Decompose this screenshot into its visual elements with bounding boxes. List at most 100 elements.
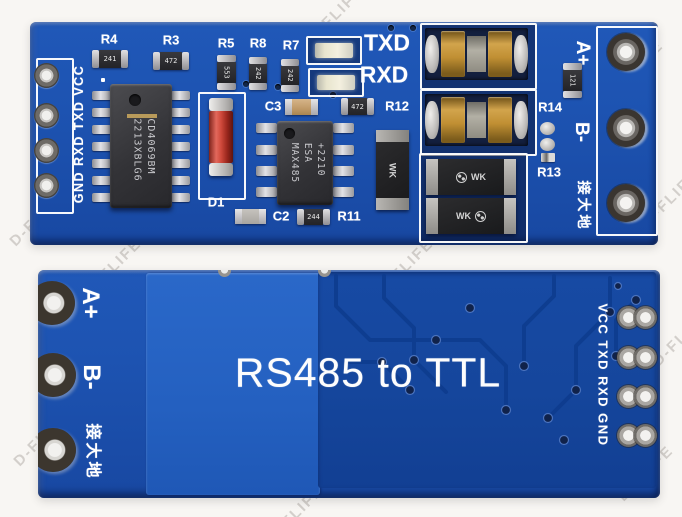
transceiver-ic-line1: MAX485 (289, 142, 301, 184)
fuse-metal-band (466, 102, 487, 138)
resistor-end-cap (367, 98, 374, 115)
via-dot (275, 84, 281, 90)
resistor-end-cap (153, 52, 160, 70)
right-header-silkscreen-box (596, 26, 658, 236)
transceiver-ic-marking: MAX485 ESA +2210 (287, 143, 327, 183)
transceiver-ic-line3: +2210 (314, 142, 326, 177)
label-rxd: RXD (359, 61, 409, 88)
ic-pin (92, 108, 111, 117)
through-hole (634, 385, 657, 408)
through-hole (634, 424, 657, 447)
resistor-end-cap (563, 63, 582, 70)
resistor-end-cap (182, 52, 189, 70)
label-r8: R8 (249, 35, 267, 51)
ic-stripe (127, 114, 157, 118)
diode-marking: WK (471, 172, 486, 182)
pad-a-plus (607, 33, 645, 71)
top-board: GND RXD TXD VCC R4 R3 241 472 (30, 22, 658, 245)
via-dot (243, 81, 249, 87)
inverter-ic-line1: 2213XBLG6 (131, 118, 143, 182)
resistor-code-r11: 244 (304, 209, 323, 225)
ic-pin (92, 142, 111, 151)
diode-marking: WK (456, 211, 471, 221)
diode-body: WK (438, 198, 504, 234)
diode-end-cap (209, 98, 233, 111)
resistor-code-r14: 121 (563, 70, 582, 91)
header-pad-gnd (34, 173, 59, 198)
header-pad-txd (34, 103, 59, 128)
diode-logo-icon (475, 210, 486, 222)
ic-pin (171, 159, 190, 168)
pad-a-plus-back (38, 281, 75, 325)
pcb-traces (334, 274, 642, 446)
resistor-code-r7: 242 (281, 66, 299, 85)
left-header-silkscreen-box (36, 58, 74, 214)
solder-blob (514, 101, 529, 139)
diode-body: WK (438, 159, 504, 195)
ptc-fuse-2 (425, 94, 529, 146)
label-earth: 接大地 (575, 180, 591, 232)
rxd-led-bracket (308, 68, 364, 97)
silkscreen-dot (101, 78, 105, 82)
header-pad-vcc (34, 63, 59, 88)
through-hole (634, 346, 657, 369)
resistor-end-cap (217, 83, 236, 90)
pad-pair-txd (617, 346, 657, 370)
diode-end-cap (504, 198, 516, 234)
resistor-r4: 241 (92, 50, 128, 68)
tvs-diode-h2: WK (426, 198, 516, 234)
resistor-end-cap (121, 50, 128, 68)
resistor-code-r12: 472 (348, 98, 367, 115)
fuse-gold-pad (440, 96, 465, 144)
resistor-code-r4: 241 (99, 50, 121, 68)
diode-end-cap (504, 159, 516, 195)
ic-pin (256, 187, 277, 197)
ic-pin (171, 125, 190, 134)
label-r14: R14 (538, 99, 562, 115)
ic-pin (171, 176, 190, 185)
diode-end-cap (376, 130, 409, 142)
capacitor-end-cap (311, 99, 318, 115)
resistor-end-cap (281, 85, 299, 92)
left-header-label: GND RXD TXD VCC (72, 64, 86, 204)
solder-blob (425, 101, 439, 139)
solder-blob (514, 35, 529, 73)
pad-pair-gnd (617, 424, 657, 448)
capacitor-end-cap (235, 209, 242, 224)
capacitor-c2 (235, 209, 266, 224)
fuse-gold-pad (440, 30, 465, 78)
ic-pin (256, 145, 277, 155)
d1-silkscreen-box (198, 92, 246, 200)
txd-led (315, 43, 353, 58)
diode-d1 (209, 98, 233, 176)
pad-earth (607, 184, 645, 222)
resistor-end-cap (249, 83, 267, 90)
diode-marking: WK (387, 162, 398, 178)
bottom-board: A+ B- 接大地 RS485 to TTL VCC TXD RXD GND (38, 270, 660, 498)
copper-pour-dark-panel (318, 272, 656, 488)
pad-pair-rxd (617, 385, 657, 409)
ic-pin (256, 166, 277, 176)
capacitor-end-cap (285, 99, 292, 115)
ic-pin (333, 166, 354, 176)
label-r11: R11 (337, 208, 361, 224)
capacitor-body (292, 99, 311, 115)
ic-pin (171, 193, 190, 202)
diode-end-cap (426, 159, 438, 195)
pad-b-minus (607, 109, 645, 147)
label-r4: R4 (100, 31, 118, 47)
transceiver-ic-line2: ESA (301, 142, 313, 164)
board-title: RS485 to TTL (234, 349, 502, 396)
ic-pin (92, 159, 111, 168)
label-c3: C3 (264, 98, 282, 114)
ptc-fuse-1 (425, 28, 529, 80)
through-hole (634, 306, 657, 329)
label-d1: D1 (207, 194, 225, 210)
ic-pin (92, 125, 111, 134)
resistor-r5: 553 (217, 55, 236, 90)
header-pad-rxd (34, 138, 59, 163)
solder-blob (540, 138, 555, 151)
resistor-r8: 242 (249, 57, 267, 90)
solder-blob (425, 35, 439, 73)
ic-pin (92, 193, 111, 202)
